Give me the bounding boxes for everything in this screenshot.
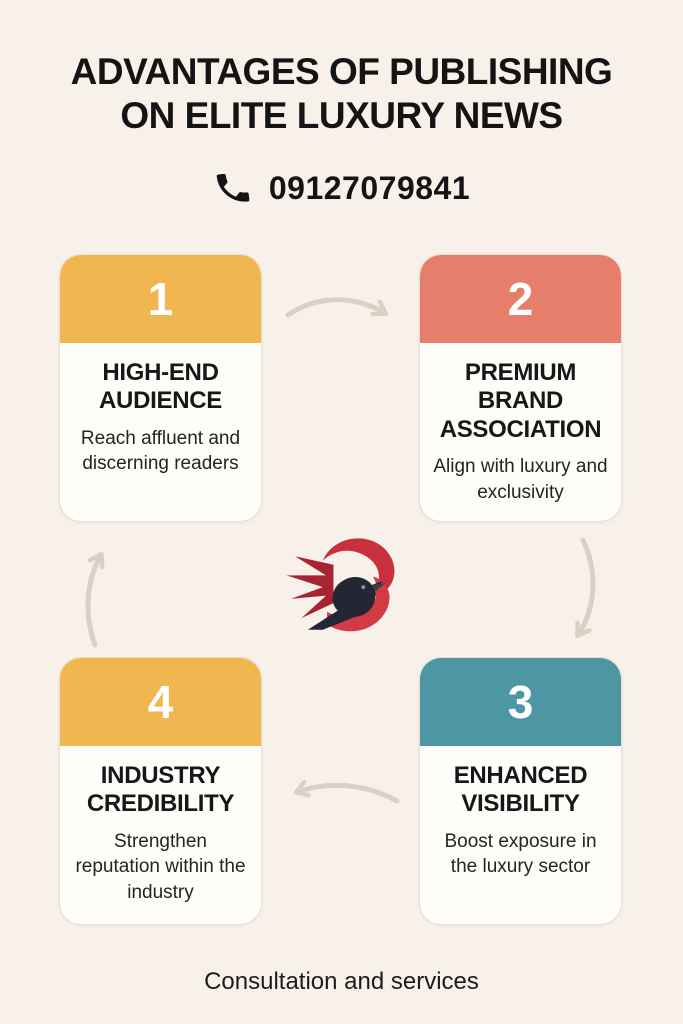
page-title-line-1: ADVANTAGES OF PUBLISHING <box>70 51 613 92</box>
brand-logo <box>278 522 406 648</box>
card-3-number: 3 <box>507 676 534 728</box>
page-title-line-2: ON ELITE LUXURY NEWS <box>120 95 563 137</box>
arrow-2-to-3 <box>575 537 596 639</box>
card-2-description: Align with luxury and exclusivity <box>433 455 608 503</box>
card-1-header: 1 <box>60 255 261 343</box>
card-4-description: Strengthen reputation within the industr… <box>75 830 246 903</box>
card-4-body: INDUSTRY CREDIBILITY Strengthen reputati… <box>60 746 261 906</box>
phone-handset-icon <box>213 168 253 208</box>
card-2-number: 2 <box>507 273 534 325</box>
card-4-title: INDUSTRY CREDIBILITY <box>86 762 235 818</box>
advantage-card-1: 1 HIGH-END AUDIENCE Reach affluent and d… <box>59 254 262 522</box>
page-title: ADVANTAGES OF PUBLISHING ON ELITE LUXURY… <box>0 50 683 139</box>
advantage-card-4: 4 INDUSTRY CREDIBILITY Strengthen reputa… <box>59 657 262 925</box>
arrow-4-to-1 <box>85 551 105 648</box>
footer-text: Consultation and services <box>204 968 479 995</box>
card-2-title: PREMIUM BRAND ASSOCIATION <box>439 359 602 443</box>
arrow-3-to-4 <box>293 779 400 804</box>
card-1-title: HIGH-END AUDIENCE <box>99 359 222 415</box>
advantage-card-2: 2 PREMIUM BRAND ASSOCIATION Align with l… <box>419 254 622 522</box>
phone-row: 09127079841 <box>0 168 683 208</box>
card-3-description: Boost exposure in the luxury sector <box>444 830 597 878</box>
card-2-header: 2 <box>420 255 621 343</box>
card-1-description: Reach affluent and discerning readers <box>80 427 241 475</box>
card-4-number: 4 <box>147 676 174 728</box>
footer: Consultation and services <box>0 968 683 996</box>
card-2-body: PREMIUM BRAND ASSOCIATION Align with lux… <box>420 343 621 505</box>
card-3-body: ENHANCED VISIBILITY Boost exposure in th… <box>420 746 621 880</box>
phoenix-raven-logo-icon <box>286 538 395 632</box>
card-3-title: ENHANCED VISIBILITY <box>453 762 588 818</box>
advantage-card-3: 3 ENHANCED VISIBILITY Boost exposure in … <box>419 657 622 925</box>
phone-number: 09127079841 <box>268 169 471 206</box>
card-1-number: 1 <box>147 273 174 325</box>
arrow-1-to-2 <box>285 297 389 318</box>
card-4-header: 4 <box>60 658 261 746</box>
card-3-header: 3 <box>420 658 621 746</box>
card-1-body: HIGH-END AUDIENCE Reach affluent and dis… <box>60 343 261 477</box>
